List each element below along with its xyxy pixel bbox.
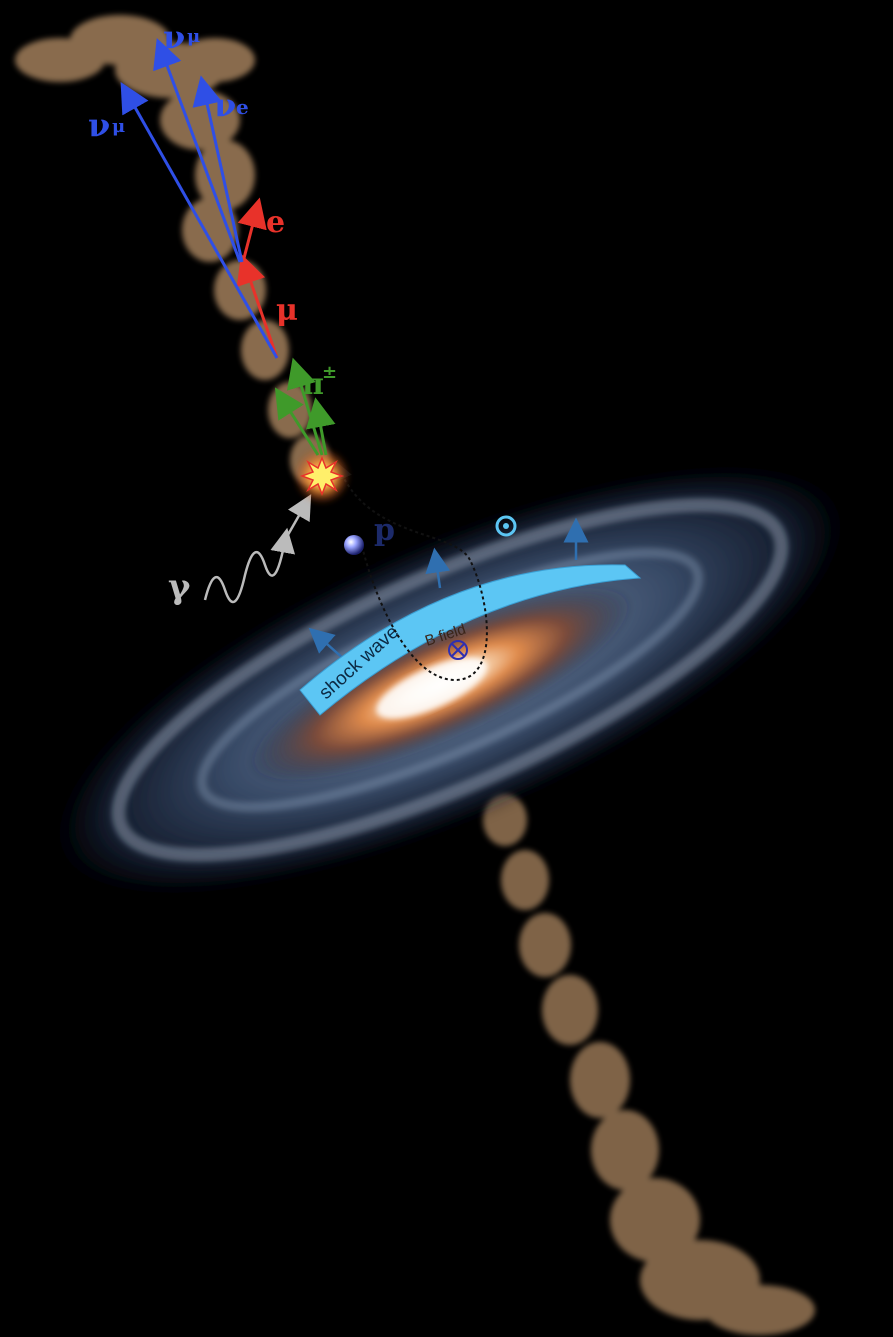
gamma-photon: γ xyxy=(168,494,312,607)
pion-track xyxy=(305,397,336,456)
muon-label: μ xyxy=(276,293,298,328)
svg-text:π: π xyxy=(302,367,324,402)
svg-text:μ: μ xyxy=(112,116,125,137)
electron-label: e xyxy=(266,205,285,240)
pion-track xyxy=(274,387,320,456)
svg-text:±: ± xyxy=(322,362,337,383)
field-arrows xyxy=(308,517,589,661)
pion-label: π ± xyxy=(302,362,337,402)
svg-text:μ: μ xyxy=(187,26,200,47)
starburst-icon xyxy=(299,455,345,497)
collision xyxy=(294,448,350,504)
svg-text:ν: ν xyxy=(214,86,236,124)
accretion-disk xyxy=(44,460,856,900)
nu-mu-top-label: ν μ xyxy=(163,18,200,56)
circle-dot-icon xyxy=(495,515,517,537)
circle-cross-icon xyxy=(448,640,468,660)
sphere-icon xyxy=(344,535,364,555)
neutrino-track-e xyxy=(192,75,244,263)
pion-tracks xyxy=(274,357,336,456)
svg-text:e: e xyxy=(236,95,249,119)
neutrino-tracks xyxy=(120,37,279,359)
proton-trajectory xyxy=(340,470,488,682)
lower-jet xyxy=(483,794,815,1335)
field-arrow xyxy=(308,627,346,661)
gamma-label: γ xyxy=(168,567,191,607)
neutrino-track-mu-left xyxy=(120,81,279,359)
electron-track xyxy=(237,197,267,263)
field-arrow xyxy=(425,547,451,589)
upper-jet xyxy=(15,15,330,485)
proton: p xyxy=(344,513,395,555)
muon-track xyxy=(236,253,279,359)
svg-text:ν: ν xyxy=(163,18,185,56)
neutrino-track-mu-top xyxy=(153,37,242,263)
svg-text:ν: ν xyxy=(88,106,110,144)
nu-e-label: ν e xyxy=(214,86,249,124)
proton-label: p xyxy=(374,513,395,548)
nu-mu-left-label: ν μ xyxy=(88,106,125,144)
